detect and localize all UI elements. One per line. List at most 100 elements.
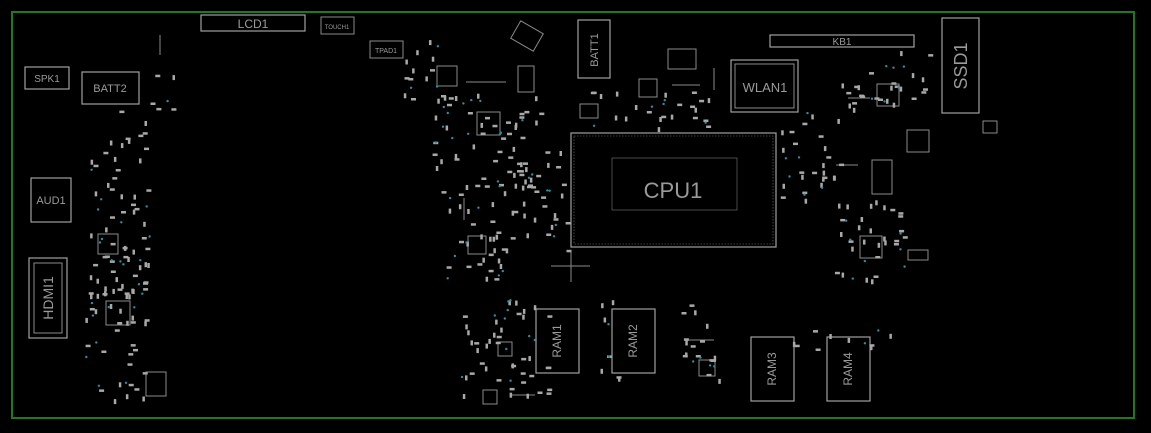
via: [528, 334, 531, 338]
pad: [488, 338, 491, 344]
pad: [458, 204, 462, 210]
pad: [526, 393, 529, 399]
pad: [514, 122, 518, 128]
label-cpu: CPU1: [644, 178, 703, 203]
pad: [522, 201, 526, 207]
pad: [513, 210, 519, 214]
pad: [476, 348, 479, 354]
via: [470, 98, 473, 102]
via: [820, 186, 824, 189]
pad: [802, 191, 808, 195]
pad: [524, 179, 527, 185]
via: [607, 323, 610, 326]
pad: [553, 218, 559, 221]
via: [883, 100, 886, 103]
pad: [536, 174, 542, 178]
pad: [689, 304, 695, 307]
pad: [518, 170, 524, 173]
via: [141, 292, 144, 295]
pad: [472, 144, 476, 150]
pad: [488, 253, 494, 257]
via: [85, 355, 88, 359]
via: [124, 381, 128, 384]
pad: [792, 341, 796, 347]
pad: [510, 237, 516, 240]
via: [546, 189, 549, 192]
pad: [837, 118, 840, 124]
pad: [437, 98, 440, 104]
pad: [492, 124, 498, 128]
pad: [711, 359, 716, 362]
pad: [545, 151, 551, 154]
pad: [441, 191, 447, 194]
pad: [143, 288, 149, 291]
pad: [130, 321, 136, 324]
pad: [425, 76, 428, 82]
pad: [490, 220, 496, 223]
pad: [132, 274, 138, 278]
pad: [133, 348, 138, 352]
chip-ram2: RAM2: [611, 308, 656, 374]
vias: [85, 45, 906, 387]
pad: [542, 205, 548, 208]
label-ram1: RAM1: [550, 324, 564, 358]
label-hdmi: HDMI1: [40, 276, 56, 320]
pad: [556, 166, 562, 169]
pad: [527, 185, 532, 189]
pad: [865, 277, 868, 283]
pad: [813, 330, 818, 333]
via: [509, 299, 512, 302]
pad: [121, 211, 126, 214]
via: [885, 65, 888, 68]
pad: [145, 247, 151, 251]
pad: [459, 240, 464, 244]
via: [548, 189, 551, 192]
pad: [685, 340, 688, 346]
pad: [894, 85, 900, 88]
pad: [126, 320, 129, 326]
pad: [408, 78, 414, 81]
pad: [141, 237, 147, 240]
pad: [127, 257, 130, 262]
pad: [501, 248, 507, 251]
pad: [520, 136, 526, 140]
pad: [851, 246, 854, 252]
via: [133, 306, 136, 309]
pad: [130, 344, 136, 347]
pad: [119, 308, 122, 314]
pad: [911, 73, 915, 79]
pad: [505, 248, 509, 254]
pad: [793, 142, 798, 146]
pad: [115, 169, 121, 172]
pad: [875, 256, 881, 259]
pad: [120, 143, 124, 149]
pad: [522, 308, 526, 314]
pad: [110, 242, 116, 246]
pad: [434, 115, 438, 121]
pad: [133, 194, 136, 200]
via: [451, 136, 454, 140]
pad: [547, 315, 553, 318]
pad: [131, 315, 134, 321]
via: [119, 260, 122, 263]
pad: [507, 132, 512, 136]
pad: [523, 213, 526, 219]
pad: [718, 378, 721, 384]
pad: [485, 276, 489, 282]
pad: [497, 258, 501, 264]
pad: [143, 281, 149, 284]
pad: [603, 317, 607, 323]
pad: [114, 329, 120, 332]
pad: [440, 159, 443, 165]
pad: [874, 97, 880, 100]
pad: [109, 304, 113, 309]
pad: [812, 171, 818, 175]
pad: [822, 163, 825, 169]
pad: [443, 95, 447, 101]
pad: [799, 171, 805, 174]
label-ram2: RAM2: [626, 324, 640, 358]
pad: [102, 293, 108, 296]
label-ssd: SSD1: [951, 42, 971, 89]
pad: [113, 156, 117, 162]
pad: [485, 343, 488, 349]
